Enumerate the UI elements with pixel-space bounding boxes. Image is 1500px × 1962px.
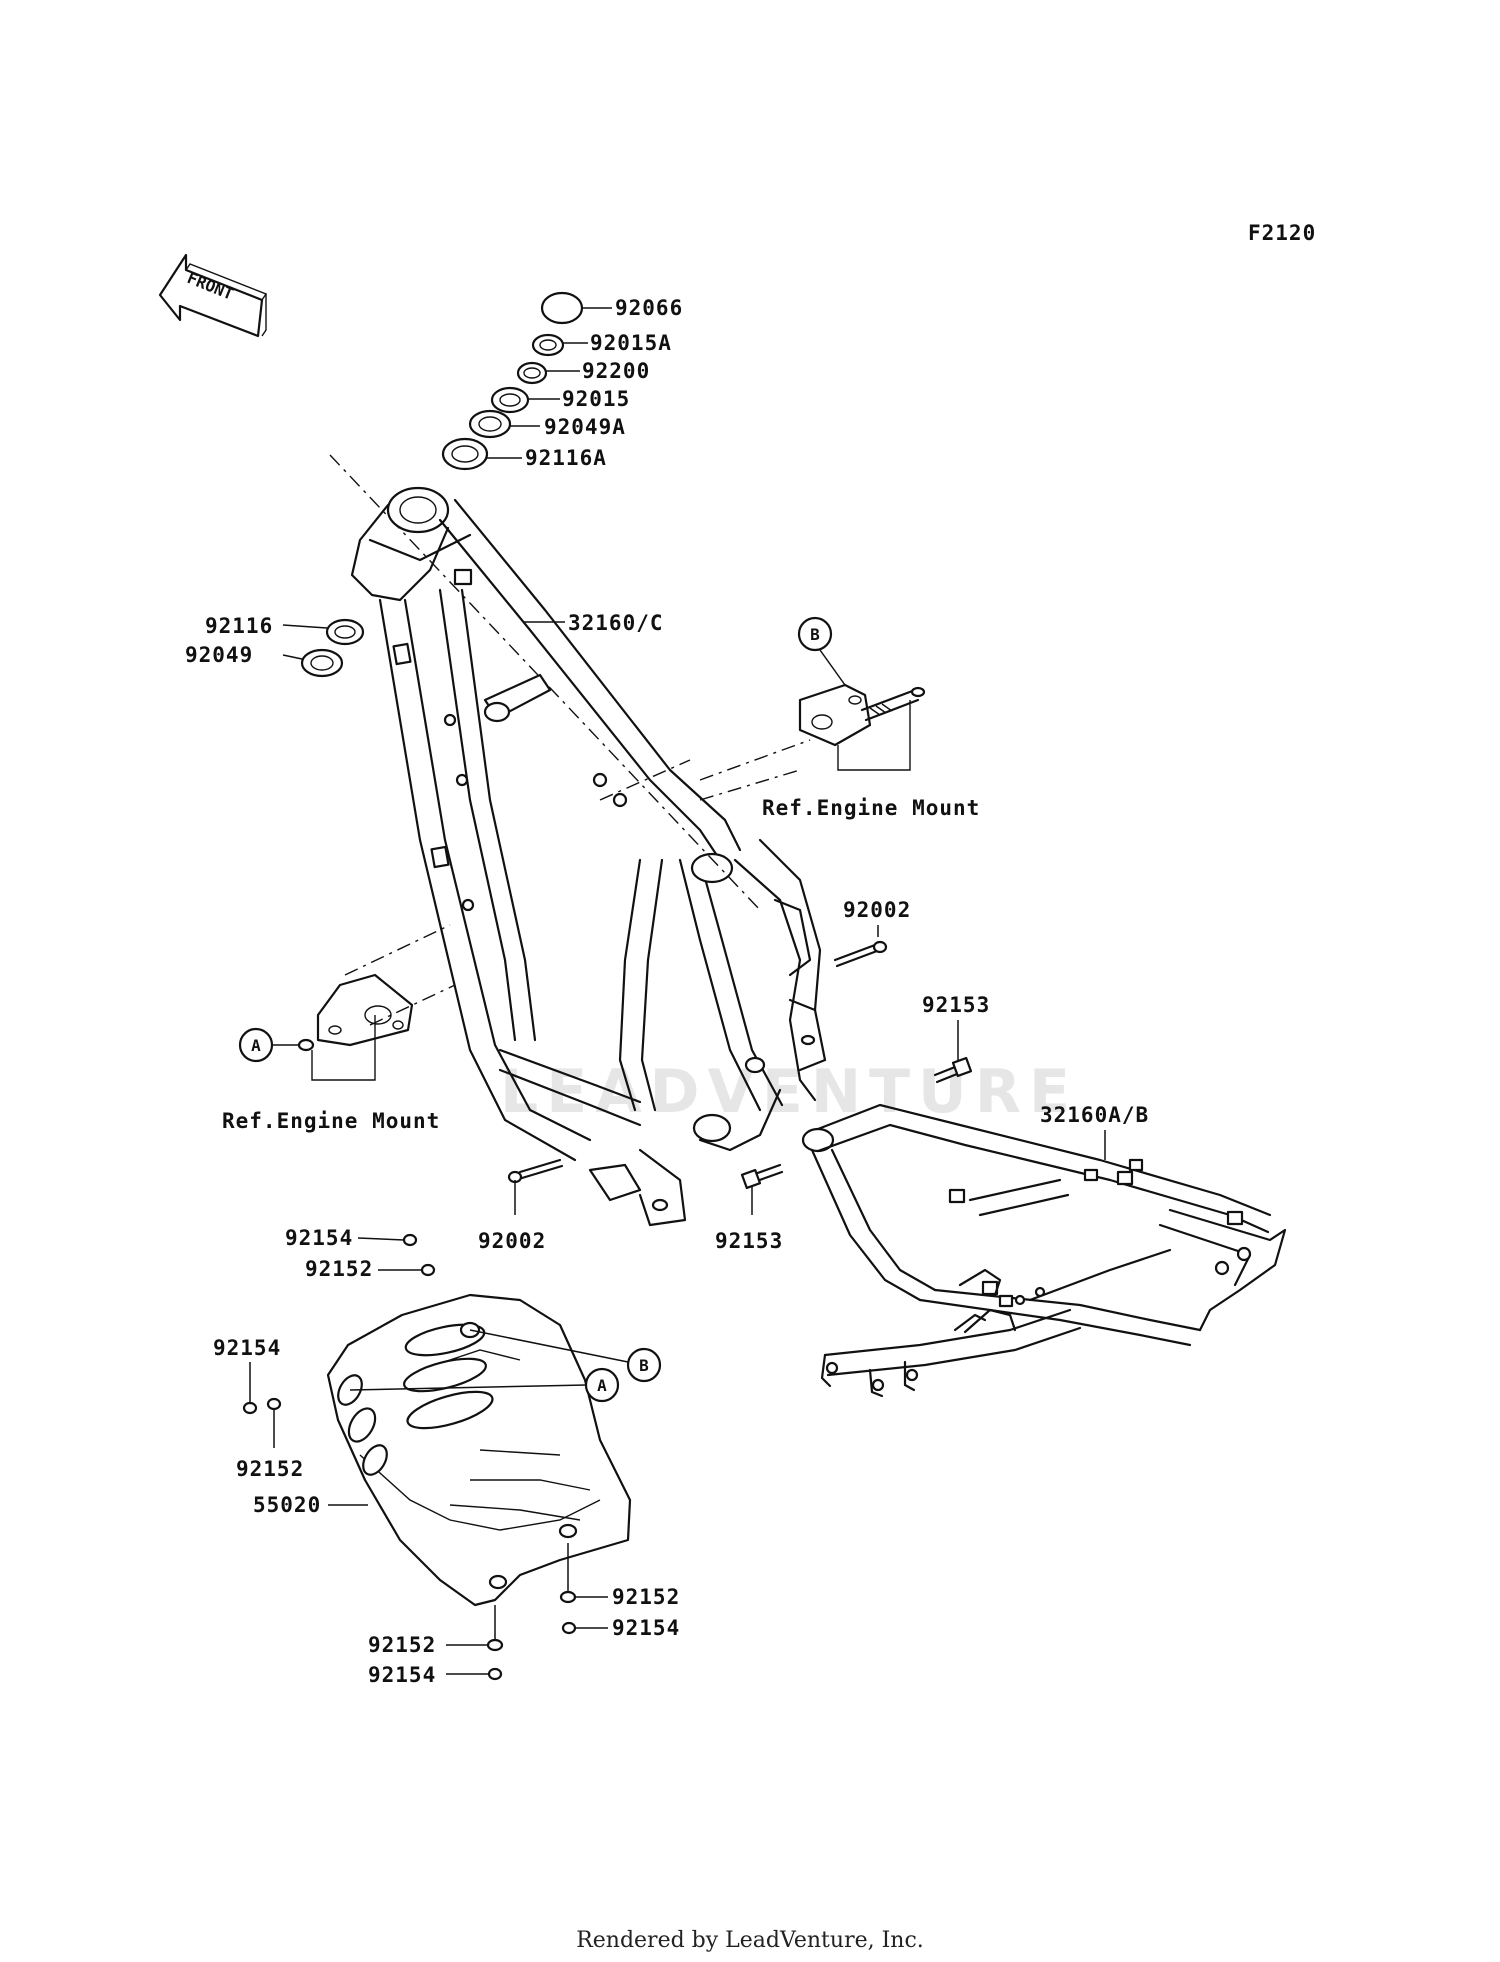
marker-a-left: A: [238, 1027, 274, 1063]
marker-b-plate: B: [626, 1347, 662, 1383]
ref-engine-mount-left: Ref.Engine Mount: [222, 1109, 440, 1133]
callout-92154-c: 92154: [612, 1616, 680, 1640]
callout-92116A: 92116A: [525, 446, 607, 470]
callout-labels: 92066 92015A 92200 92015 92049A 92116A 9…: [185, 296, 1149, 1687]
svg-text:A: A: [597, 1376, 607, 1395]
marker-b-top: B: [797, 616, 833, 652]
callout-92066: 92066: [615, 296, 683, 320]
callout-92049A: 92049A: [544, 415, 626, 439]
callout-92153-bottom: 92153: [715, 1229, 783, 1253]
callout-32160AB: 32160A/B: [1040, 1103, 1149, 1127]
callout-92152-c: 92152: [612, 1585, 680, 1609]
callout-92116: 92116: [205, 614, 273, 638]
leader-lines: [249, 307, 1106, 1675]
marker-a-plate: A: [584, 1367, 620, 1403]
svg-text:A: A: [251, 1036, 261, 1055]
front-arrow-icon: FRONT: [158, 253, 268, 338]
watermark: LEADVENTURE: [500, 1057, 1078, 1127]
engine-mount-bracket-a: [297, 924, 456, 1081]
ref-engine-mount-top: Ref.Engine Mount: [762, 796, 980, 820]
callout-92015: 92015: [562, 387, 630, 411]
callout-92015A: 92015A: [590, 331, 672, 355]
callout-92152-b: 92152: [236, 1457, 304, 1481]
callout-55020: 55020: [253, 1493, 321, 1517]
main-frame: [329, 454, 827, 1227]
svg-text:B: B: [639, 1356, 649, 1375]
callout-92200: 92200: [582, 359, 650, 383]
callout-92154-a: 92154: [285, 1226, 353, 1250]
callout-92152-a: 92152: [305, 1257, 373, 1281]
steering-stem-parts: [300, 291, 584, 678]
svg-text:B: B: [810, 625, 820, 644]
callout-92002-bottom: 92002: [478, 1229, 546, 1253]
bolts: [507, 940, 973, 1190]
diagram-code: F2120: [1248, 221, 1316, 245]
callout-92002-top: 92002: [843, 898, 911, 922]
callout-92153-top: 92153: [922, 993, 990, 1017]
skid-plate: [242, 1233, 632, 1681]
callout-92154-d: 92154: [368, 1663, 436, 1687]
callout-92049: 92049: [185, 643, 253, 667]
callout-32160C: 32160/C: [568, 611, 664, 635]
callout-92152-d: 92152: [368, 1633, 436, 1657]
footer-credit: Rendered by LeadVenture, Inc.: [576, 1928, 924, 1953]
engine-mount-bracket-b: [699, 683, 926, 801]
rear-subframe: [801, 1103, 1287, 1398]
callout-92154-b: 92154: [213, 1336, 281, 1360]
